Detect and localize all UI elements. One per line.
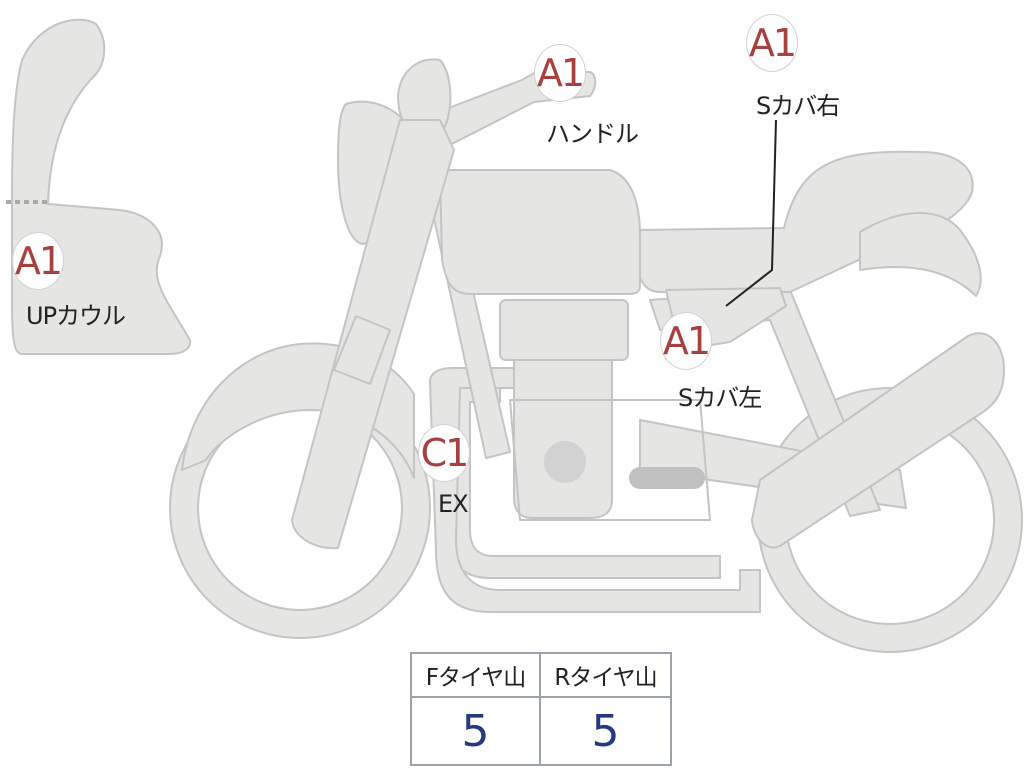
engine-cover bbox=[544, 441, 586, 483]
fuel-tank bbox=[439, 169, 641, 295]
upper-cowl-grade-badge: A1 bbox=[12, 232, 64, 290]
side-cover-right-leader bbox=[725, 119, 777, 307]
fork-bracket bbox=[333, 315, 391, 385]
handlebar-grip bbox=[397, 58, 452, 131]
muffler bbox=[751, 332, 1005, 549]
tail-cowl bbox=[859, 212, 982, 297]
exhaust-label: EX bbox=[438, 490, 469, 518]
rear-tyre-value: 5 bbox=[591, 705, 620, 757]
front-tyre-value: 5 bbox=[412, 698, 541, 764]
rear-tyre-header: Rタイヤ山 bbox=[541, 654, 670, 698]
seat bbox=[637, 150, 974, 293]
side-cover-right-label: Sカバ右 bbox=[756, 92, 840, 120]
exhaust-pipe-upper bbox=[429, 367, 761, 613]
side-cover-left-label: Sカバ左 bbox=[678, 384, 762, 412]
engine-cylinder-head bbox=[499, 299, 629, 361]
side-cover-right-grade-badge: A1 bbox=[746, 14, 798, 72]
handlebar-label: ハンドル bbox=[546, 120, 639, 148]
tyre-tread-table: Fタイヤ山 Rタイヤ山 5 5 bbox=[410, 652, 672, 766]
engine-block bbox=[513, 359, 613, 519]
side-cover-left-grade-badge: A1 bbox=[660, 312, 712, 370]
exhaust-grade-badge: C1 bbox=[418, 424, 470, 482]
engine-case bbox=[509, 399, 711, 521]
upper-cowl-label: UPカウル bbox=[26, 302, 126, 330]
front-tyre-header: Fタイヤ山 bbox=[412, 654, 541, 698]
handlebar-grade-badge: A1 bbox=[534, 44, 586, 102]
